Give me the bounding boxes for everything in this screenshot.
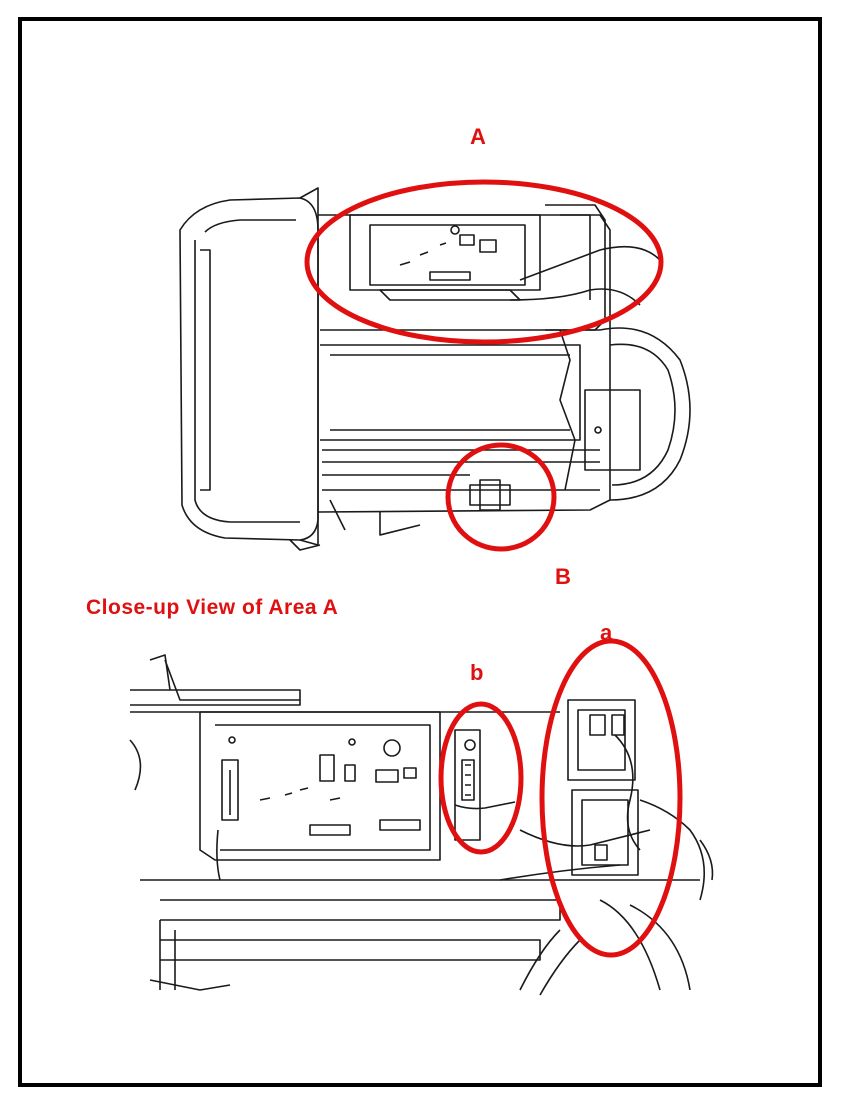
connector-b-ellipse (438, 701, 524, 855)
callout-b-label: B (555, 564, 572, 589)
area-a-ellipse (304, 179, 664, 345)
callout-a-label: A (470, 124, 487, 149)
callout-small-b-label: b (470, 660, 484, 685)
area-b-ellipse (445, 442, 557, 552)
highlight-ellipses (304, 179, 683, 958)
closeup-drawing (129, 654, 714, 996)
closeup-title: Close-up View of Area A (86, 596, 339, 619)
connector-a-ellipse (539, 638, 683, 958)
callout-small-a-label: a (600, 620, 613, 645)
top-view-drawing (179, 187, 691, 551)
figure-frame (18, 17, 822, 1087)
